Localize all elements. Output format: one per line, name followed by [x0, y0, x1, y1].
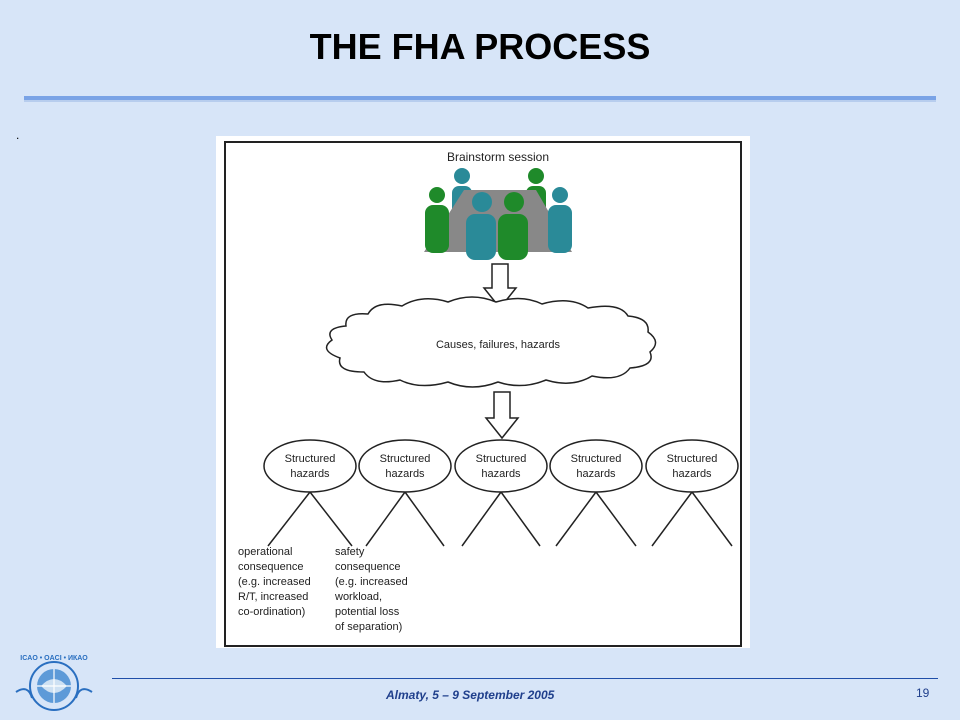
hazard-node-label: hazards — [672, 468, 712, 480]
hazard-node-label: Structured — [285, 453, 336, 465]
icao-logo-icon: ICAO • OACI • ИКАО — [15, 655, 93, 711]
brainstorm-group-icon — [424, 168, 572, 260]
title-divider-shadow — [24, 100, 936, 102]
svg-text:co-ordination): co-ordination) — [238, 606, 305, 618]
figure-border — [224, 141, 742, 647]
person-icon — [425, 187, 449, 253]
branch-lines — [267, 491, 733, 547]
hazard-node: Structured hazards — [454, 439, 548, 493]
hazard-node-label: hazards — [576, 468, 616, 480]
cloud-label: Causes, failures, hazards — [436, 339, 561, 351]
slide-title: THE FHA PROCESS — [309, 26, 651, 67]
brainstorm-label: Brainstorm session — [447, 150, 549, 164]
operational-consequence-text: operational consequence (e.g. increased … — [238, 546, 311, 618]
hazard-node-label: hazards — [290, 468, 330, 480]
svg-text:safety: safety — [335, 546, 365, 558]
svg-text:(e.g. increased: (e.g. increased — [238, 576, 311, 588]
title-divider — [24, 96, 936, 100]
bullet-dot: . — [16, 128, 20, 142]
svg-text:consequence: consequence — [238, 561, 303, 573]
table-shape — [424, 190, 572, 252]
hazard-node: Structured hazards — [645, 439, 739, 493]
svg-text:(e.g. increased: (e.g. increased — [335, 576, 408, 588]
hazard-node-label: Structured — [667, 453, 718, 465]
page-number: 19 — [916, 686, 930, 700]
safety-consequence-text: safety consequence (e.g. increased workl… — [334, 546, 408, 633]
fha-diagram-svg: Brainstorm session — [224, 141, 742, 647]
hazard-node-label: hazards — [385, 468, 425, 480]
svg-text:potential loss: potential loss — [335, 606, 400, 618]
person-icon — [548, 187, 572, 253]
down-arrow-icon — [482, 263, 518, 310]
hazard-node-label: Structured — [571, 453, 622, 465]
svg-text:R/T, increased: R/T, increased — [238, 591, 308, 603]
svg-text:of separation): of separation) — [335, 621, 402, 633]
svg-text:workload,: workload, — [334, 591, 382, 603]
fha-process-figure: Brainstorm session — [216, 136, 750, 648]
hazard-node-label: hazards — [481, 468, 521, 480]
hazard-node-label: Structured — [476, 453, 527, 465]
logo-text: ICAO • OACI • ИКАО — [20, 655, 88, 662]
svg-text:consequence: consequence — [335, 561, 400, 573]
person-icon — [466, 192, 496, 260]
footer-divider — [112, 678, 938, 679]
hazard-node-label: Structured — [380, 453, 431, 465]
down-arrow-icon — [484, 391, 520, 440]
hazard-node: Structured hazards — [263, 439, 357, 493]
hazard-node: Structured hazards — [358, 439, 452, 493]
hazard-node: Structured hazards — [549, 439, 643, 493]
footer-event-text: Almaty, 5 – 9 September 2005 — [386, 688, 555, 702]
cloud-shape — [325, 296, 657, 388]
person-icon — [498, 192, 528, 260]
svg-text:operational: operational — [238, 546, 292, 558]
